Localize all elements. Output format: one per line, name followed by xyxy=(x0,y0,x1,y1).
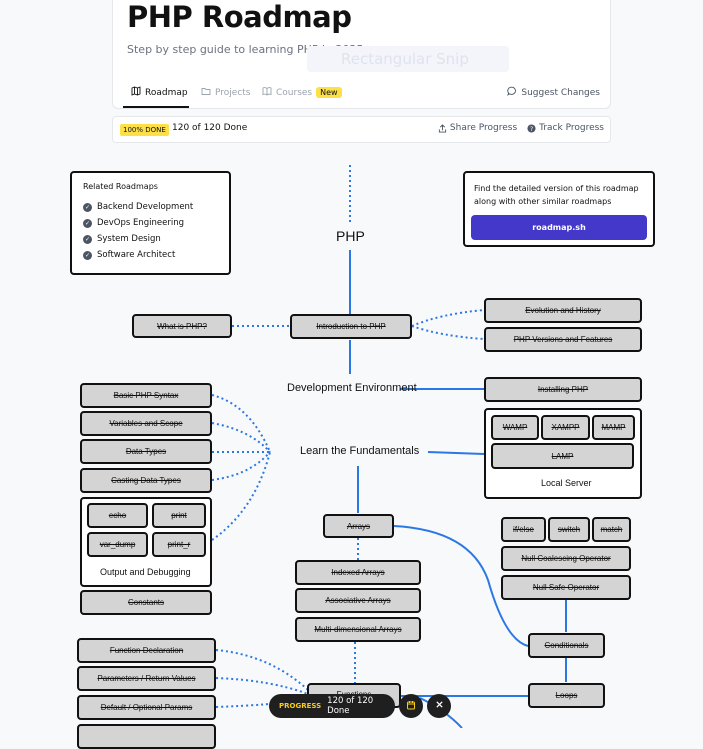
roadmap-connectors xyxy=(211,165,567,728)
tab-courses[interactable]: Courses New xyxy=(262,86,342,99)
roadmap-sh-button[interactable]: roadmap.sh xyxy=(471,215,647,240)
share-icon xyxy=(438,123,447,133)
node-variables[interactable]: Variables and Scope xyxy=(80,411,212,436)
page-title: PHP Roadmap xyxy=(127,0,352,34)
check-circle-icon: ✓ xyxy=(83,218,92,228)
chat-bubble-icon xyxy=(507,86,517,99)
folder-icon xyxy=(201,86,211,99)
tab-projects-label: Projects xyxy=(215,87,251,98)
node-lamp[interactable]: LAMP xyxy=(491,443,634,469)
node-mamp[interactable]: MAMP xyxy=(592,415,635,440)
node-arrays[interactable]: Arrays xyxy=(323,514,394,538)
track-progress-label: Track Progress xyxy=(539,123,604,133)
node-data-types[interactable]: Data Types xyxy=(80,439,212,464)
share-progress-label: Share Progress xyxy=(449,123,518,133)
related-roadmaps-title: Related Roadmaps xyxy=(83,182,158,191)
promo-text: Find the detailed version of this roadma… xyxy=(474,184,639,206)
node-parameters-return[interactable]: Parameters / Return Values xyxy=(77,666,216,691)
related-item[interactable]: ✓ System Design xyxy=(83,234,161,244)
book-icon xyxy=(262,86,272,99)
node-evolution[interactable]: Evolution and History xyxy=(484,298,642,323)
related-item[interactable]: ✓ DevOps Engineering xyxy=(83,218,184,228)
node-constants[interactable]: Constants xyxy=(80,590,212,615)
node-function-declaration[interactable]: Function Declaration xyxy=(77,638,216,663)
floating-progress-label: PROGRESS xyxy=(279,702,322,710)
node-null-safe[interactable]: Null Safe Operator xyxy=(501,575,631,600)
close-icon xyxy=(435,700,444,712)
calendar-icon xyxy=(406,700,416,713)
progress-count: 120 of 120 Done xyxy=(172,123,248,133)
related-item-label: Software Architect xyxy=(97,250,176,260)
new-badge: New xyxy=(316,87,342,98)
tab-projects[interactable]: Projects xyxy=(201,86,250,99)
roadmap-root-label: PHP xyxy=(336,228,365,244)
close-progress-button[interactable] xyxy=(427,694,451,718)
tab-bar: Roadmap Projects Courses New Suggest Cha… xyxy=(123,82,600,108)
related-item[interactable]: ✓ Backend Development xyxy=(83,202,193,212)
node-versions[interactable]: PHP Versions and Features xyxy=(484,327,642,352)
related-item-label: System Design xyxy=(97,234,161,244)
node-null-coalescing[interactable]: Null Coalescing Operator xyxy=(501,546,631,571)
node-loops[interactable]: Loops xyxy=(528,683,605,708)
related-item-label: Backend Development xyxy=(97,202,194,212)
tab-roadmap-label: Roadmap xyxy=(145,87,188,98)
node-multidimensional-arrays[interactable]: Multi-dimensional Arrays xyxy=(295,617,421,642)
local-server-label: Local Server xyxy=(541,478,592,488)
node-introduction[interactable]: Introduction to PHP xyxy=(290,314,412,339)
node-casting[interactable]: Casting Data Types xyxy=(80,468,212,493)
tab-active-indicator xyxy=(123,106,189,108)
snip-overlay: Rectangular Snip xyxy=(307,46,509,72)
node-associative-arrays[interactable]: Associative Arrays xyxy=(295,588,421,613)
progress-percent-badge: 100% DONE xyxy=(120,124,169,136)
node-print[interactable]: print xyxy=(152,503,206,528)
node-installing-php[interactable]: Installing PHP xyxy=(484,377,642,402)
node-basic-syntax[interactable]: Basic PHP Syntax xyxy=(80,383,212,408)
floating-progress-text: 120 of 120 Done xyxy=(327,696,374,716)
svg-text:?: ? xyxy=(530,125,533,132)
header-card: PHP Roadmap Step by step guide to learni… xyxy=(112,0,611,109)
track-progress-button[interactable]: ? Track Progress xyxy=(527,123,604,133)
node-switch[interactable]: switch xyxy=(548,517,590,542)
node-default-params[interactable]: Default / Optional Params xyxy=(77,695,216,720)
help-circle-icon: ? xyxy=(527,123,536,133)
node-conditionals[interactable]: Conditionals xyxy=(528,633,605,658)
related-item-label: DevOps Engineering xyxy=(97,218,185,228)
node-if-else[interactable]: if/else xyxy=(501,517,546,542)
suggest-changes-label: Suggest Changes xyxy=(521,87,600,98)
node-print-r[interactable]: print_r xyxy=(152,532,206,557)
output-debugging-label: Output and Debugging xyxy=(100,567,191,577)
tab-courses-label: Courses xyxy=(276,87,313,98)
calendar-button[interactable] xyxy=(399,694,423,718)
progress-card: 100% DONE 120 of 120 Done Share Progress… xyxy=(112,116,611,143)
dev-environment-label: Development Environment xyxy=(287,382,417,394)
map-icon xyxy=(131,86,141,99)
check-circle-icon: ✓ xyxy=(83,234,92,244)
promo-box: Find the detailed version of this roadma… xyxy=(463,171,655,247)
suggest-changes-button[interactable]: Suggest Changes xyxy=(507,86,600,99)
related-roadmaps-box: Related Roadmaps ✓ Backend Development ✓ D… xyxy=(70,171,231,275)
fundamentals-label: Learn the Fundamentals xyxy=(300,445,420,457)
tab-roadmap[interactable]: Roadmap xyxy=(131,86,188,99)
check-circle-icon: ✓ xyxy=(83,250,92,260)
node-what-is-php[interactable]: What is PHP? xyxy=(132,314,232,338)
node-var-dump[interactable]: var_dump xyxy=(87,532,148,557)
floating-progress-bar: PROGRESS 120 of 120 Done xyxy=(269,694,395,718)
node-wamp[interactable]: WAMP xyxy=(491,415,539,440)
node-match[interactable]: match xyxy=(592,517,631,542)
node-xampp[interactable]: XAMPP xyxy=(541,415,590,440)
share-progress-button[interactable]: Share Progress xyxy=(438,123,517,133)
page-subtitle: Step by step guide to learning PHP in 20… xyxy=(127,43,364,56)
node-indexed-arrays[interactable]: Indexed Arrays xyxy=(295,560,421,585)
node-echo[interactable]: echo xyxy=(87,503,148,528)
related-item[interactable]: ✓ Software Architect xyxy=(83,250,175,260)
check-circle-icon: ✓ xyxy=(83,202,92,212)
